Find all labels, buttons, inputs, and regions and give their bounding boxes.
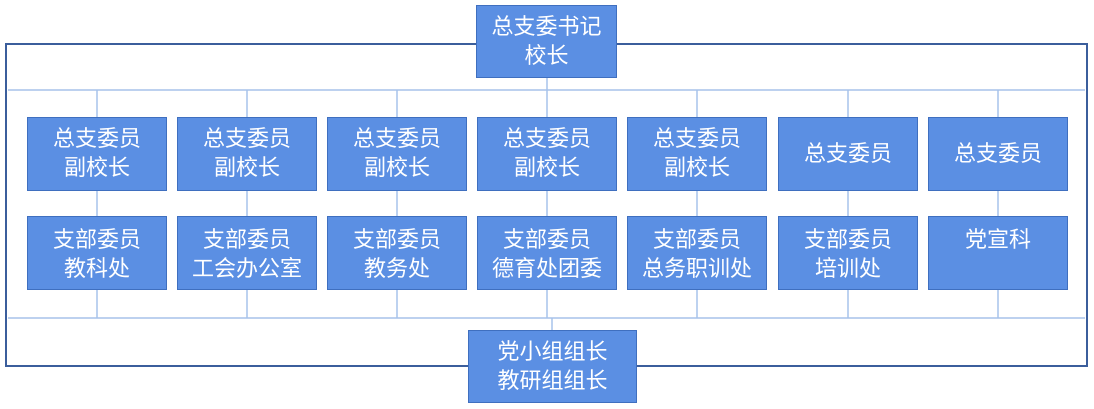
upper-node-5: 总支委员副校长	[627, 117, 767, 191]
connector-stems	[96, 78, 999, 330]
lower-node-line: 支部委员	[202, 228, 291, 253]
upper-node-line: 副校长	[363, 156, 430, 181]
upper-node-line: 总支委员	[953, 141, 1042, 167]
upper-node-line: 总支委员	[502, 127, 591, 152]
lower-node-line: 培训处	[814, 257, 881, 282]
upper-node-line: 副校长	[63, 156, 130, 181]
top-node: 总支委书记 校长	[476, 5, 617, 78]
upper-node-2: 总支委员副校长	[177, 117, 317, 191]
lower-node-1: 支部委员教科处	[27, 216, 167, 290]
lower-node-5: 支部委员总务职训处	[627, 216, 767, 290]
upper-node-line: 副校长	[213, 156, 280, 181]
upper-node-line: 总支委员	[803, 141, 892, 167]
upper-node-1: 总支委员副校长	[27, 117, 167, 191]
lower-node-line: 支部委员	[502, 228, 591, 253]
lower-node-4: 支部委员德育处团委	[477, 216, 617, 290]
lower-node-6: 支部委员培训处	[778, 216, 918, 290]
upper-node-line: 副校长	[663, 156, 730, 181]
lower-node-line: 支部委员	[803, 228, 892, 253]
upper-node-line: 总支委员	[52, 127, 141, 152]
lower-node-line: 支部委员	[52, 228, 141, 253]
bottom-node: 党小组组长 教研组组长	[468, 330, 637, 403]
lower-node-2: 支部委员工会办公室	[177, 216, 317, 290]
lower-node-line: 教务处	[363, 257, 430, 282]
upper-node-3: 总支委员副校长	[327, 117, 467, 191]
lower-node-7: 党宣科	[928, 216, 1068, 290]
top-node-title: 总支委书记	[491, 14, 602, 40]
lower-node-line: 总务职训处	[641, 257, 752, 282]
upper-node-line: 副校长	[513, 156, 580, 181]
lower-node-line: 德育处团委	[491, 257, 602, 282]
lower-node-line: 教科处	[63, 257, 130, 282]
top-node-subtitle: 校长	[524, 43, 569, 69]
lower-node-3: 支部委员教务处	[327, 216, 467, 290]
bottom-node-title: 党小组组长	[497, 339, 608, 365]
upper-node-7: 总支委员	[928, 117, 1068, 191]
lower-node-line: 支部委员	[652, 228, 741, 253]
bottom-node-subtitle: 教研组组长	[497, 368, 608, 394]
lower-node-line: 支部委员	[352, 228, 441, 253]
upper-node-line: 总支委员	[652, 127, 741, 152]
upper-node-6: 总支委员	[778, 117, 918, 191]
lower-node-line: 工会办公室	[191, 257, 302, 282]
upper-node-line: 总支委员	[352, 127, 441, 152]
upper-node-line: 总支委员	[202, 127, 291, 152]
upper-node-4: 总支委员副校长	[477, 117, 617, 191]
lower-node-line: 党宣科	[964, 228, 1031, 253]
